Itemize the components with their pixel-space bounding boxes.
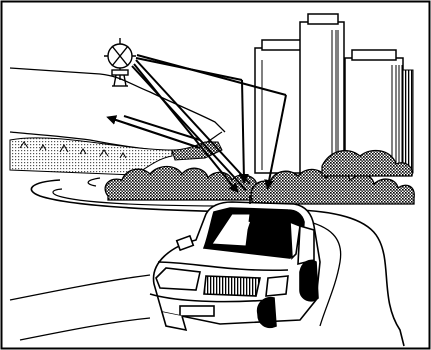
reception-illustration	[0, 0, 431, 350]
